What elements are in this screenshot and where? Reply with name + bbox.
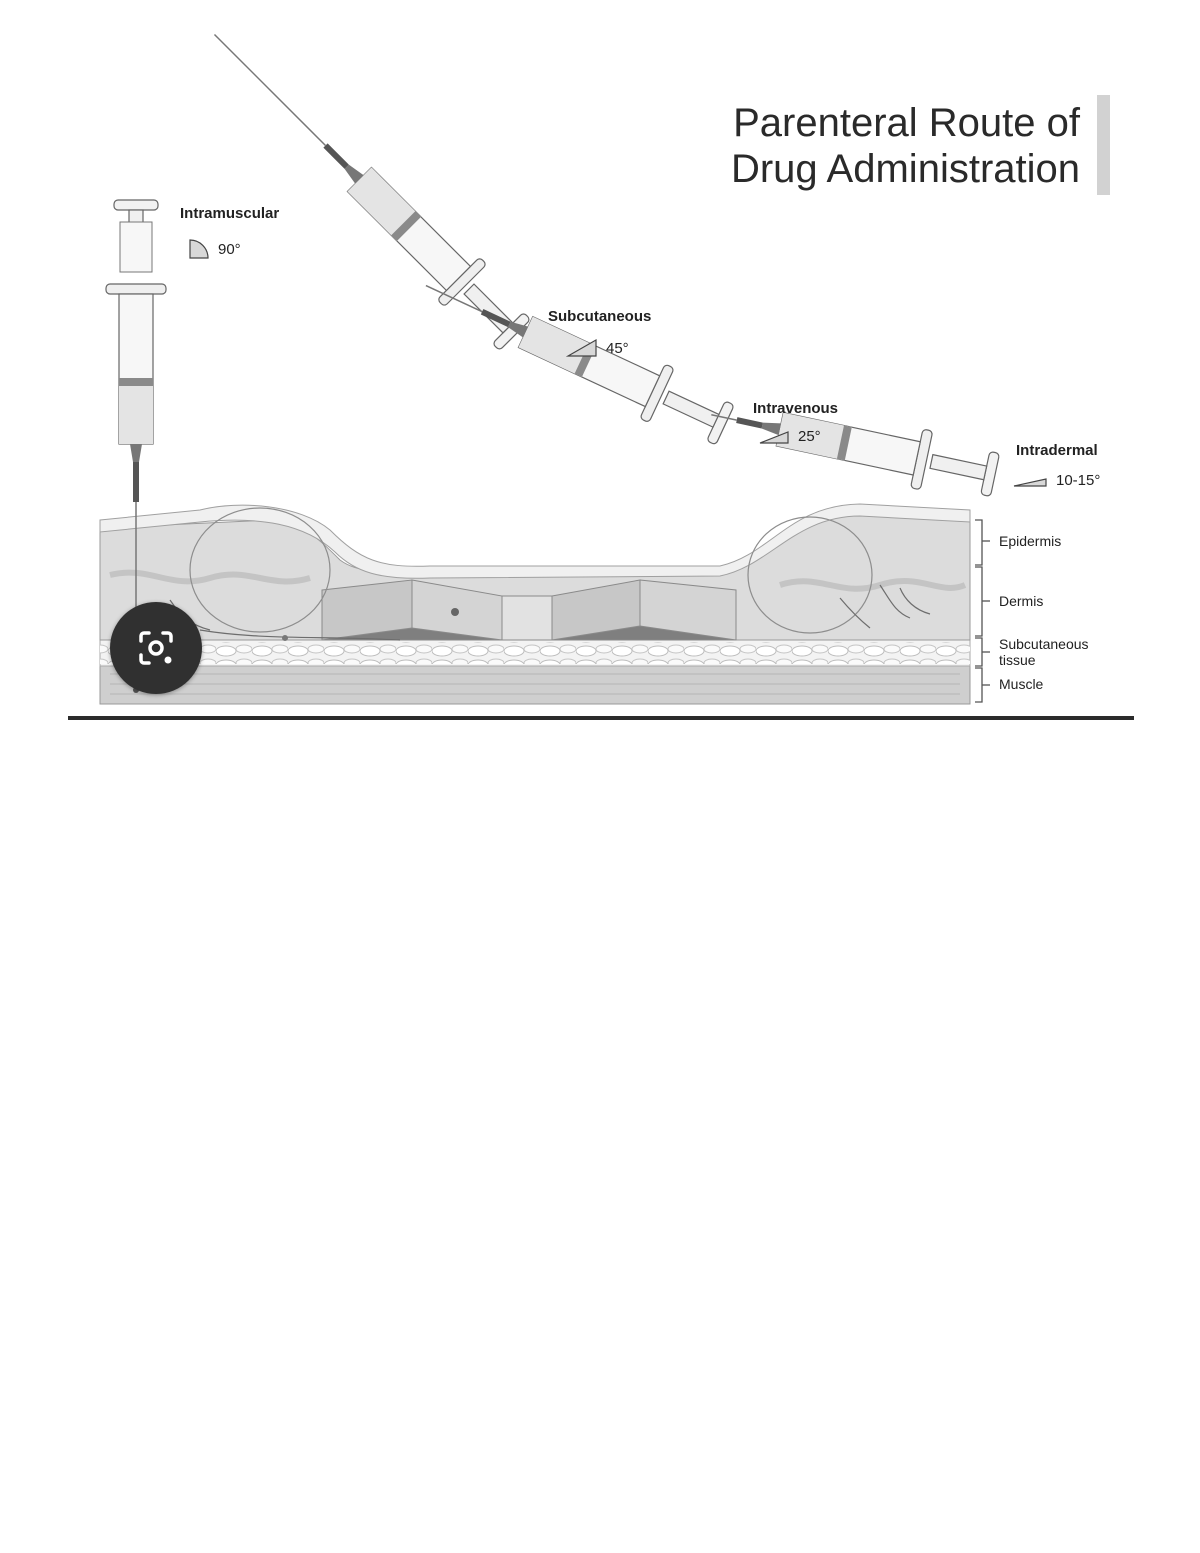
muscle-fibers <box>110 673 960 695</box>
angle-row-intramuscular: 90° <box>188 238 241 260</box>
angle-value-subcutaneous: 45° <box>606 339 629 357</box>
horizontal-divider <box>68 716 1134 720</box>
cross-section-blocks <box>321 579 737 641</box>
route-label-intramuscular: Intramuscular <box>180 205 280 222</box>
injection-point-sc <box>282 635 288 641</box>
layer-label-subcutaneous-tissue: Subcutaneous tissue <box>999 636 1089 668</box>
angle-value-intradermal: 10-15° <box>1056 472 1101 489</box>
route-label-intravenous: Intravenous <box>753 400 839 417</box>
title-line-1: Parenteral Route of <box>733 101 1080 145</box>
camera-lens-icon <box>139 631 173 665</box>
layer-label-subcutaneous-line1: Subcutaneous <box>999 636 1089 652</box>
camera-lens-button[interactable] <box>110 602 202 694</box>
syringe-subcutaneous <box>213 33 530 350</box>
angle-90-icon <box>189 239 209 259</box>
epidermis-layer <box>99 503 971 579</box>
route-label-intradermal: Intradermal <box>1016 442 1098 459</box>
angle-value-intravenous: 25° <box>798 428 821 445</box>
syringe-intravenous <box>425 284 734 445</box>
injection-point-iv <box>451 608 459 616</box>
fat-cells <box>100 642 970 664</box>
angle-row-intradermal: 10-15° <box>1012 472 1100 489</box>
title-line-2: Drug Administration <box>730 147 1080 191</box>
angle-10-15-icon <box>1013 477 1047 487</box>
layer-brackets <box>975 519 990 703</box>
skin-fold-outline <box>189 507 331 633</box>
layer-label-epidermis: Epidermis <box>999 533 1062 549</box>
syringe-intradermal <box>711 411 1000 497</box>
angle-45-icon <box>566 338 597 357</box>
angle-row-subcutaneous: 45° <box>566 338 629 358</box>
layer-label-muscle: Muscle <box>999 676 1044 692</box>
layer-label-dermis: Dermis <box>999 593 1044 609</box>
route-label-subcutaneous: Subcutaneous <box>548 308 652 325</box>
angle-value-intramuscular: 90° <box>218 240 241 258</box>
syringe-intramuscular <box>105 199 167 690</box>
page-title: Parenteral Route of Drug Administration <box>560 100 1080 192</box>
skin-diagram <box>99 33 1000 705</box>
angle-25-icon <box>759 430 789 444</box>
angle-row-intravenous: 25° <box>758 428 821 445</box>
title-accent-bar <box>1097 95 1110 195</box>
layer-label-subcutaneous-line2: tissue <box>999 652 1036 668</box>
dermis-texture <box>109 569 311 585</box>
